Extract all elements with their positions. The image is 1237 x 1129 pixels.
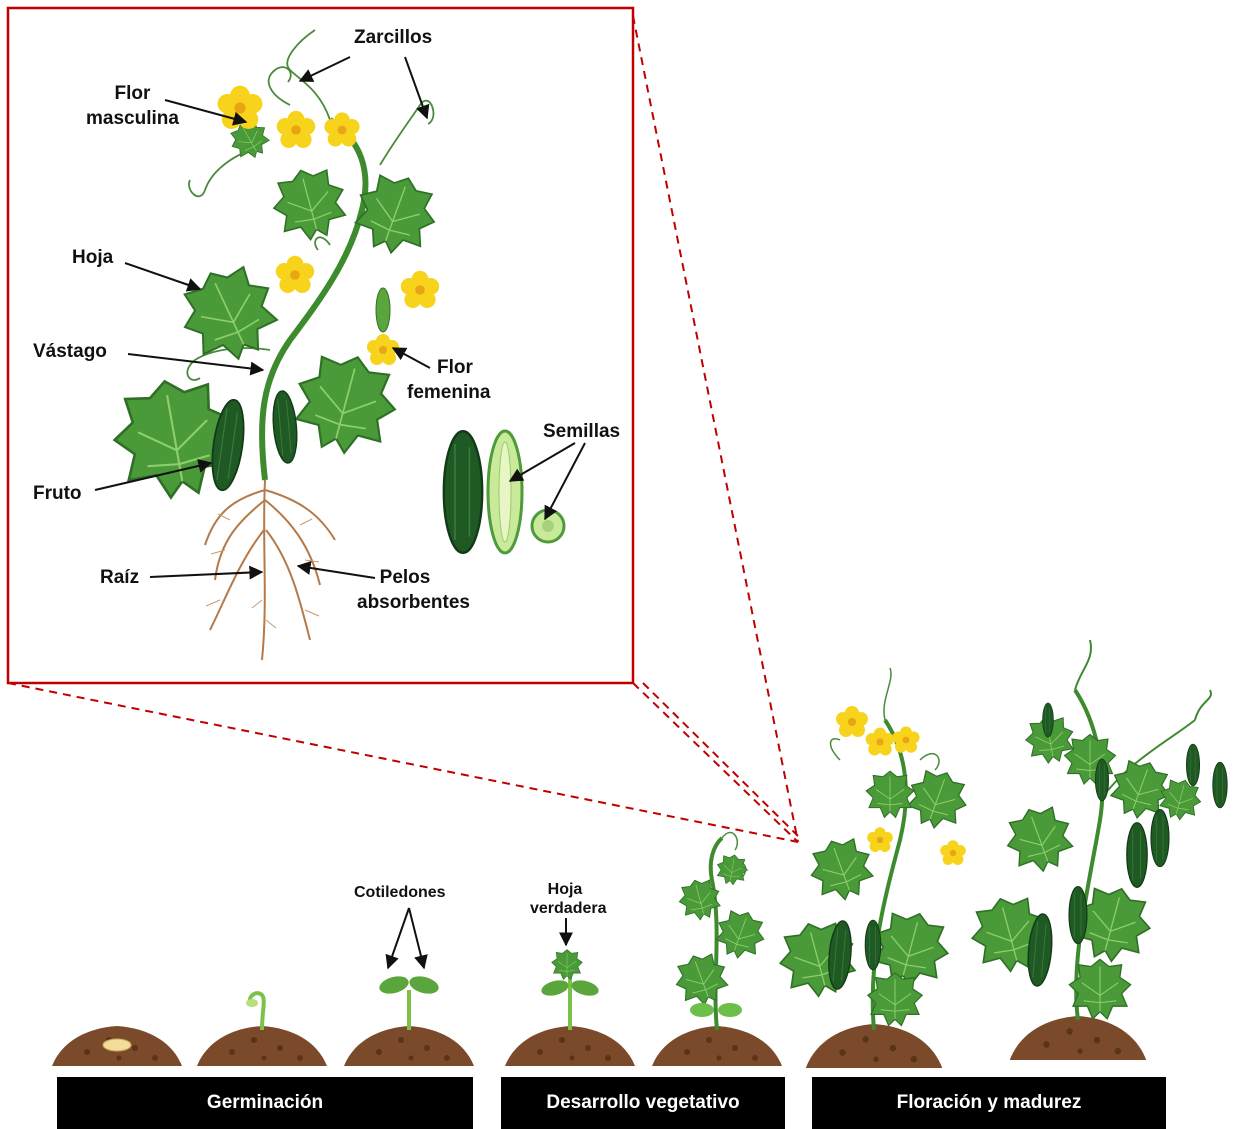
label-raiz: Raíz bbox=[100, 566, 139, 589]
growth-stages bbox=[52, 640, 1227, 1068]
fruit-sections bbox=[444, 431, 564, 553]
label-zarcillos: Zarcillos bbox=[354, 26, 432, 49]
label-hoja-verdadera-line1: Hoja bbox=[530, 880, 600, 899]
seed bbox=[103, 1039, 131, 1051]
label-cotiledones: Cotiledones bbox=[354, 883, 446, 902]
label-fruto: Fruto bbox=[33, 482, 82, 505]
label-vastago: Vástago bbox=[33, 340, 107, 363]
label-pelos-line2: absorbentes bbox=[357, 591, 470, 614]
label-flor-femenina-line1: Flor bbox=[430, 356, 480, 379]
label-hoja-verdadera-line2: verdadera bbox=[530, 899, 607, 918]
stage-bar-floracion-madurez: Floración y madurez bbox=[812, 1077, 1166, 1129]
root-system bbox=[205, 480, 335, 660]
label-hoja: Hoja bbox=[72, 246, 113, 269]
label-semillas: Semillas bbox=[543, 420, 620, 443]
label-flor-masculina-line1: Flor bbox=[85, 82, 180, 105]
label-flor-femenina-line2: femenina bbox=[407, 381, 490, 404]
label-flor-masculina-line2: masculina bbox=[80, 107, 185, 130]
stage-bar-desarrollo-vegetativo: Desarrollo vegetativo bbox=[501, 1077, 785, 1129]
stage-bar-germinacion: Germinación bbox=[57, 1077, 473, 1129]
label-pelos-line1: Pelos bbox=[370, 566, 440, 589]
